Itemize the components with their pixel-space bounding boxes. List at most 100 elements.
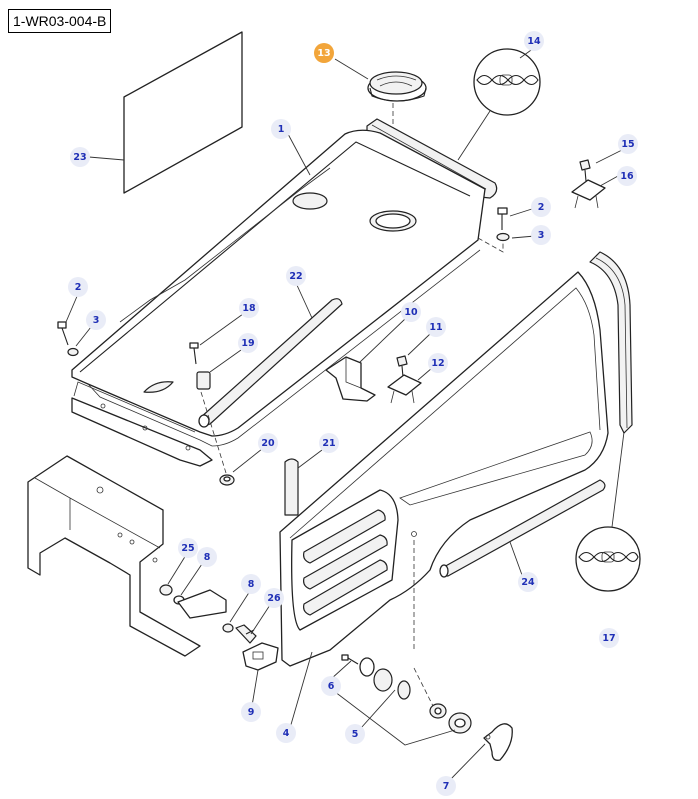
callout-c24: 24	[518, 572, 538, 592]
part-5-lock-washer	[429, 703, 447, 719]
callout-c13: 13	[314, 43, 334, 63]
detail-17-link	[611, 431, 625, 528]
callout-badge-bg	[271, 119, 291, 139]
callout-label: 13	[317, 48, 330, 59]
callout-c21: 21	[319, 433, 339, 453]
part-16-clip-nut	[571, 179, 606, 209]
callout-badge-bg	[436, 776, 456, 796]
part-7-key	[483, 723, 513, 761]
callout-badge-bg	[264, 588, 284, 608]
callout-label: 25	[181, 543, 194, 554]
part-24-rubber-profile	[439, 479, 606, 578]
callout-c8b: 8	[241, 574, 261, 594]
part-3-washer-right	[496, 232, 510, 242]
part-11-screw	[396, 355, 408, 378]
callout-badge-bg	[239, 298, 259, 318]
callout-label: 2	[75, 282, 82, 293]
part-13-filler-cap	[367, 71, 427, 102]
callout-label: 8	[248, 579, 255, 590]
callout-c7: 7	[436, 776, 456, 796]
part-4-side-panel	[279, 271, 609, 667]
callout-label: 12	[431, 358, 444, 369]
callout-badge-bg	[70, 147, 90, 167]
callout-badge-bg	[258, 433, 278, 453]
callout-label: 1	[278, 124, 285, 135]
callout-badge-bg	[178, 538, 198, 558]
callout-label: 20	[261, 438, 275, 449]
callout-c20: 20	[258, 433, 278, 453]
part-23-glass-panel	[123, 31, 243, 194]
callout-label: 23	[73, 152, 86, 163]
callout-badge-bg	[401, 302, 421, 322]
callout-badge-bg	[314, 43, 334, 63]
part-6-screw	[341, 654, 359, 665]
callout-label: 5	[352, 729, 359, 740]
callout-badge-bg	[319, 433, 339, 453]
callout-label: 14	[527, 36, 541, 47]
part-3-washer-left	[67, 347, 79, 357]
callout-label: 10	[404, 307, 418, 318]
callout-c16: 16	[617, 166, 637, 186]
part-17-seal-detail	[575, 526, 641, 592]
part-lock-cylinder	[359, 657, 411, 700]
callout-c14: 14	[524, 31, 544, 51]
callout-c25: 25	[178, 538, 198, 558]
callout-badge-bg	[524, 31, 544, 51]
callout-badge-bg	[197, 547, 217, 567]
callout-badge-bg	[428, 353, 448, 373]
callout-badge-bg	[286, 266, 306, 286]
callout-label: 6	[328, 681, 335, 692]
callout-c23: 23	[70, 147, 90, 167]
callout-badge-bg	[426, 317, 446, 337]
reference-code: 1-WR03-004-B	[8, 9, 112, 33]
callout-badge-bg	[531, 197, 551, 217]
callout-badge-bg	[238, 333, 258, 353]
lock-axis-line	[413, 667, 437, 713]
part-25-grommet	[159, 584, 173, 596]
part-1-hood-panel	[71, 129, 486, 467]
callout-label: 7	[443, 781, 450, 792]
callout-label: 3	[93, 315, 100, 326]
callout-c5: 5	[345, 724, 365, 744]
callout-badge-bg	[241, 574, 261, 594]
detail-14-link	[457, 110, 491, 161]
part-14-seal-detail	[473, 48, 541, 116]
callout-c26: 26	[264, 588, 284, 608]
callout-label: 8	[204, 552, 211, 563]
callout-label: 9	[248, 707, 255, 718]
callout-label: 19	[241, 338, 254, 349]
part-9-catch-plate	[242, 642, 279, 671]
callout-label: 11	[429, 322, 442, 333]
part-22-rod	[198, 298, 343, 428]
leader-lines	[65, 47, 623, 783]
part-2-bolt-left	[57, 321, 69, 346]
callout-badge-bg	[86, 310, 106, 330]
callout-c10: 10	[401, 302, 421, 322]
callout-c11: 11	[426, 317, 446, 337]
part-20-nut	[219, 474, 235, 486]
callout-label: 4	[283, 728, 290, 739]
callout-label: 17	[602, 633, 615, 644]
part-2-bolt-right	[497, 207, 508, 230]
part-lock-body	[448, 712, 472, 734]
part-19-spacer	[196, 371, 211, 390]
callout-label: 21	[322, 438, 335, 449]
callout-c9: 9	[241, 702, 261, 722]
callout-c8a: 8	[197, 547, 217, 567]
bolt-axis-line-18	[200, 391, 227, 474]
callout-c22: 22	[286, 266, 306, 286]
callout-badge-bg	[531, 225, 551, 245]
callout-label: 18	[242, 303, 256, 314]
callout-c4: 4	[276, 723, 296, 743]
callout-label: 24	[521, 577, 535, 588]
callout-badge-bg	[599, 628, 619, 648]
callout-badge-bg	[276, 723, 296, 743]
callout-badge-bg	[617, 166, 637, 186]
callout-c2b: 2	[68, 277, 88, 297]
callout-c2a: 2	[531, 197, 551, 217]
callout-label: 16	[620, 171, 634, 182]
callout-c1: 1	[271, 119, 291, 139]
callout-badge-bg	[618, 134, 638, 154]
callout-c19: 19	[238, 333, 258, 353]
